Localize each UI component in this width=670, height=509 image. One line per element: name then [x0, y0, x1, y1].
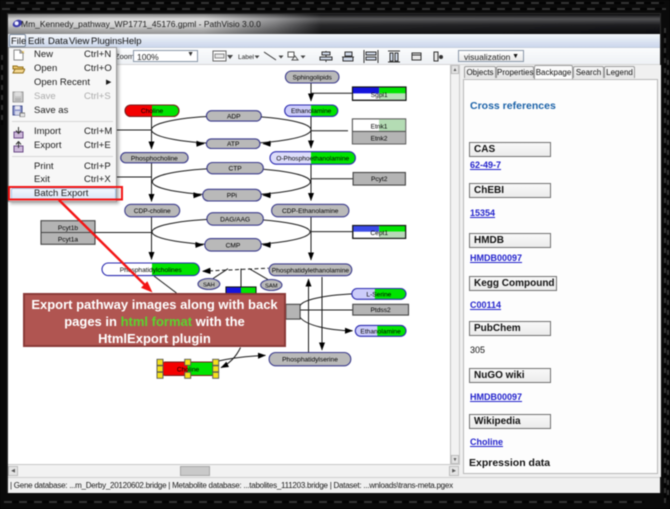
- svg-text:CDP-choline: CDP-choline: [134, 208, 171, 215]
- svg-text:ADP: ADP: [227, 113, 241, 120]
- svg-text:Choline: Choline: [177, 366, 200, 373]
- svg-text:Pcyt1a: Pcyt1a: [58, 237, 78, 244]
- svg-text:Phosphocholine: Phosphocholine: [131, 155, 178, 162]
- svg-text:L-Serine: L-Serine: [366, 291, 391, 298]
- svg-text:Sgpl1: Sgpl1: [371, 92, 388, 99]
- svg-text:Cept1: Cept1: [370, 230, 388, 237]
- svg-text:ATP: ATP: [227, 141, 240, 148]
- svg-text:Label: Label: [238, 54, 254, 61]
- svg-text:PPi: PPi: [227, 193, 238, 200]
- svg-text:SAM: SAM: [265, 283, 278, 289]
- svg-text:Phosphatidylethanolamine: Phosphatidylethanolamine: [272, 267, 350, 274]
- svg-text:CTP: CTP: [229, 166, 243, 173]
- svg-text:Phosphatidylcholines: Phosphatidylcholines: [120, 267, 183, 274]
- svg-text:CMP: CMP: [226, 242, 241, 249]
- svg-text:Ptdss2: Ptdss2: [371, 307, 391, 314]
- svg-text:Sphingolipids: Sphingolipids: [293, 75, 333, 82]
- svg-text:Etnk2: Etnk2: [371, 135, 388, 142]
- svg-text:Phosphatidylserine: Phosphatidylserine: [282, 357, 338, 364]
- svg-text:DAG/AAG: DAG/AAG: [220, 216, 250, 223]
- svg-text:SAH: SAH: [203, 282, 215, 288]
- svg-text:O-Phosphoethanolamine: O-Phosphoethanolamine: [276, 156, 349, 163]
- svg-text:Etnk1: Etnk1: [371, 123, 388, 130]
- svg-text:Choline: Choline: [141, 108, 164, 115]
- svg-text:Ethanolamine: Ethanolamine: [360, 328, 401, 335]
- svg-text:Ethanolamine: Ethanolamine: [291, 108, 332, 115]
- svg-text:CDP-Ethanolamine: CDP-Ethanolamine: [282, 208, 339, 215]
- svg-text:Pcyt2: Pcyt2: [371, 176, 388, 183]
- svg-text:Pcyt1b: Pcyt1b: [58, 225, 78, 232]
